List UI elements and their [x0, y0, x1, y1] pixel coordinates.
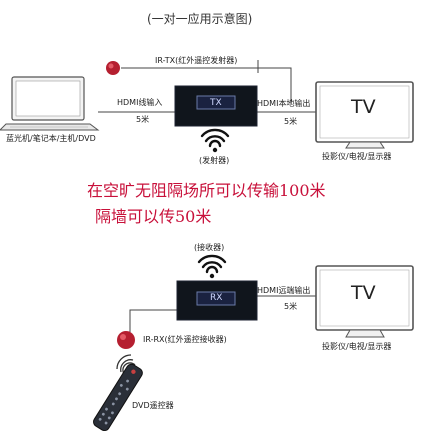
- tx-box-icon: [174, 85, 258, 127]
- rx-box-label: RX: [210, 293, 223, 303]
- range-open-text: 在空旷无阻隔场所可以传输100米: [87, 181, 326, 200]
- emitter-label: (发射器): [199, 156, 230, 165]
- ir-tx-emitter-icon: [106, 61, 120, 75]
- rx-wires: [129, 295, 316, 332]
- emitter-wave-icon: [200, 128, 230, 153]
- tv-bottom-icon: [315, 265, 414, 338]
- tv-top-icon: [315, 81, 414, 149]
- rx-box-icon: [176, 280, 258, 321]
- hdmi-local-output-label: HDMI本地输出: [257, 99, 311, 108]
- hdmi-remote-output-label: HDMI远端输出: [257, 286, 311, 295]
- tv-bottom-label: TV: [351, 282, 376, 304]
- ir-tx-label: IR-TX(红外遥控发射器): [155, 56, 238, 65]
- receiver-label: (接收器): [194, 243, 225, 252]
- hdmi-remote-output-length: 5米: [284, 302, 298, 311]
- hdmi-input-label: HDMI线输入: [117, 98, 163, 107]
- dvd-remote-label: DVD遥控器: [132, 401, 174, 410]
- display-top-label: 投影仪/电视/显示器: [322, 152, 392, 161]
- tx-box-label: TX: [210, 98, 222, 108]
- ir-rx-cable: [129, 309, 177, 332]
- tv-top-label: TV: [351, 96, 376, 118]
- ir-rx-receiver-icon: [117, 331, 135, 349]
- ir-tx-cable: [121, 67, 292, 101]
- receiver-wave-icon: [197, 254, 227, 279]
- source-device-label: 蓝光机/笔记本/主机/DVD: [6, 134, 96, 143]
- diagram-title: (一对一应用示意图): [147, 12, 253, 26]
- display-bottom-label: 投影仪/电视/显示器: [322, 342, 392, 351]
- laptop-icon: [0, 76, 100, 131]
- tx-wires: [98, 60, 316, 113]
- hdmi-local-output-length: 5米: [284, 117, 298, 126]
- hdmi-input-length: 5米: [136, 115, 150, 124]
- dvd-remote-icon: [93, 363, 143, 431]
- ir-rx-label: IR-RX(红外遥控接收器): [143, 335, 227, 344]
- range-wall-text: 隔墙可以传50米: [95, 207, 212, 226]
